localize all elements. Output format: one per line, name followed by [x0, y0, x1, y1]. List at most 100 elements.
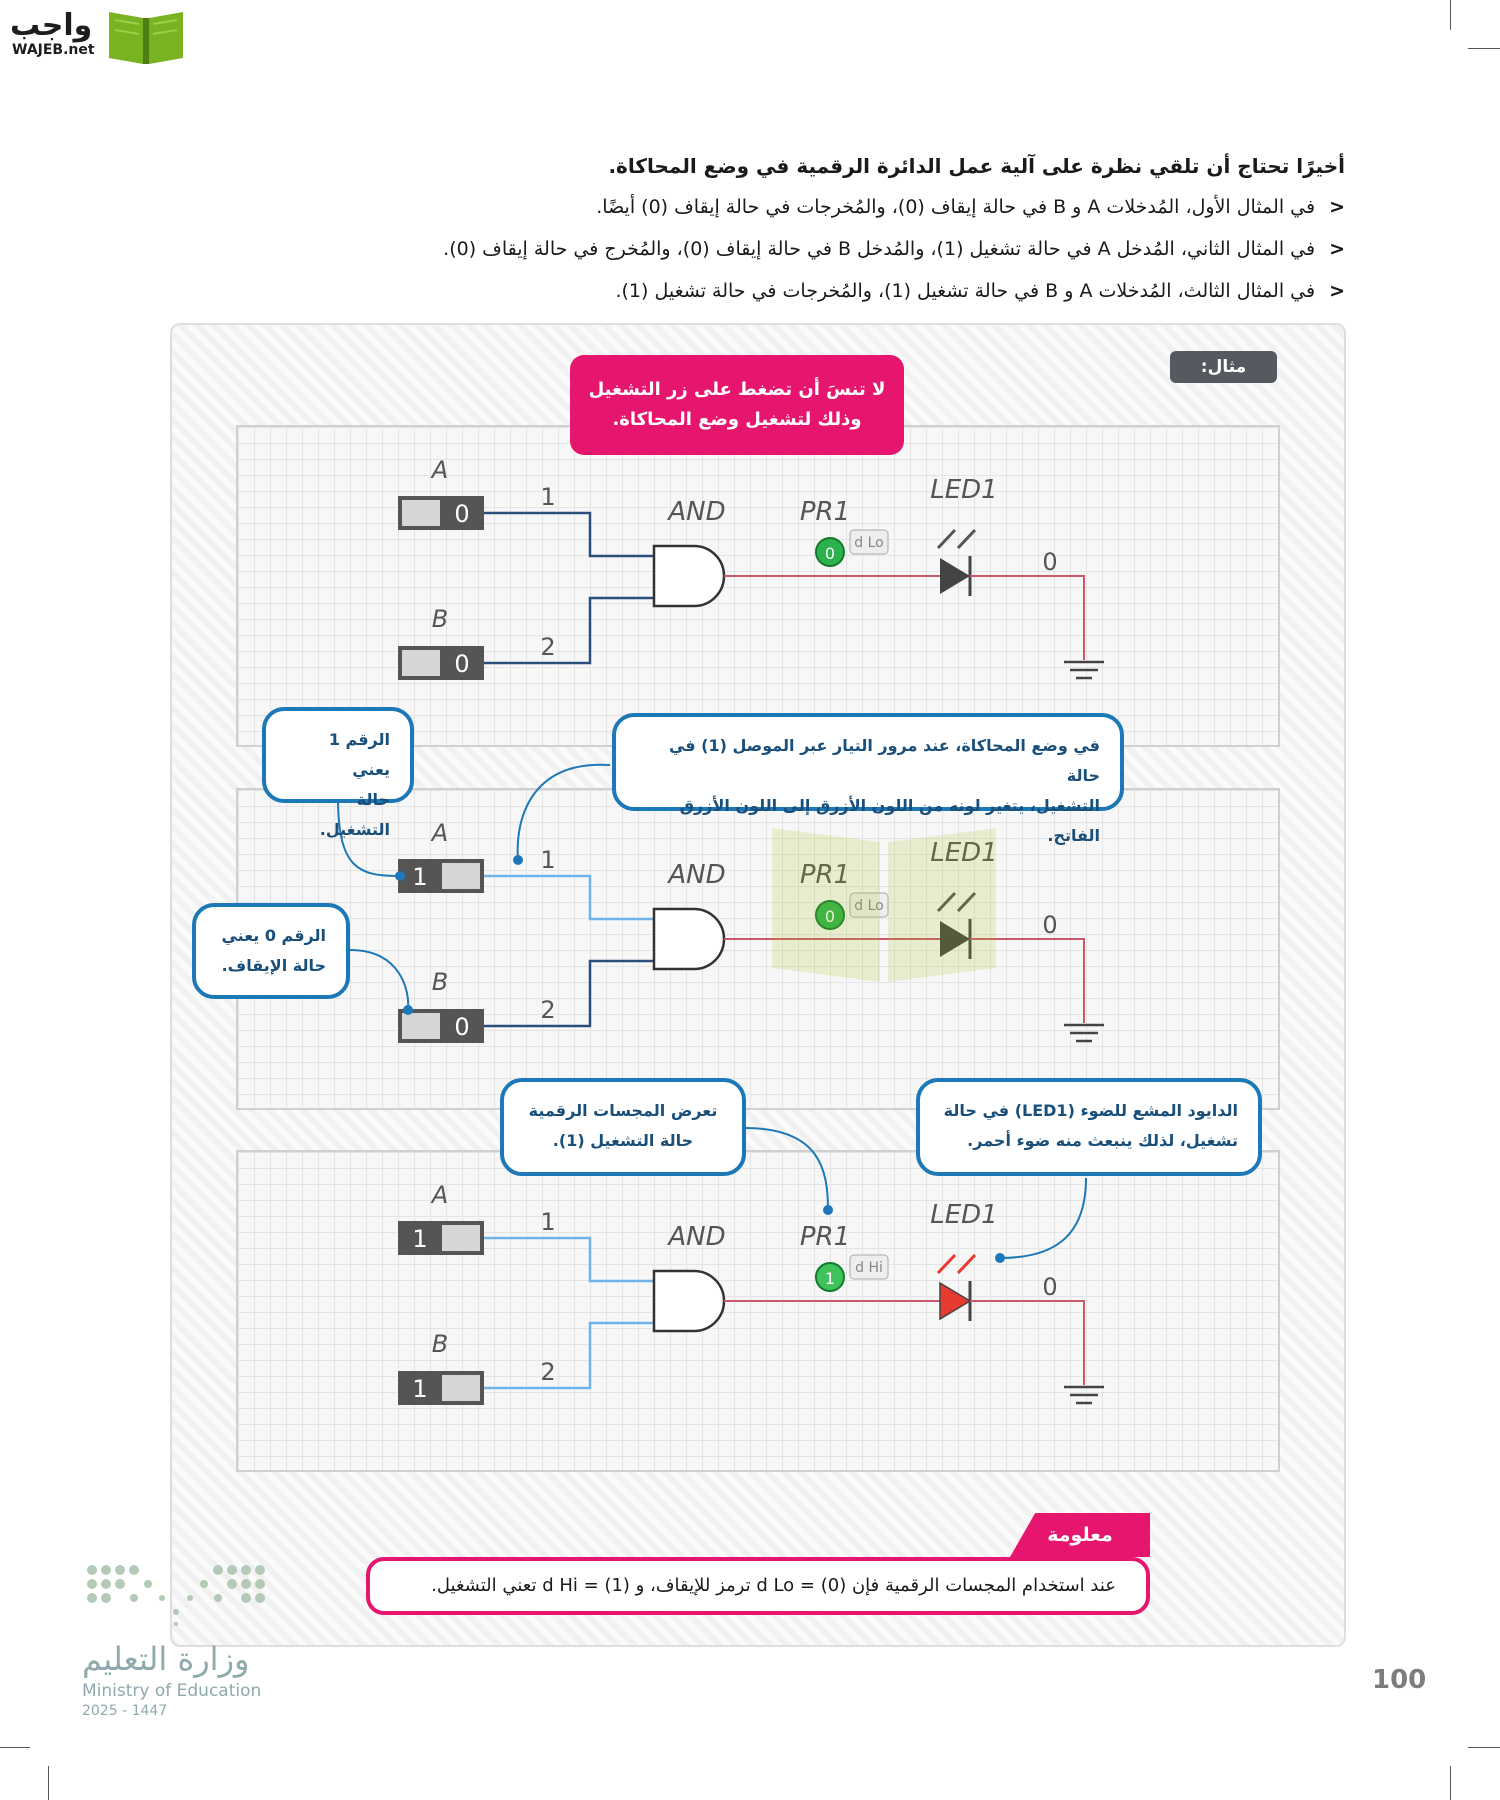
led-diode — [940, 921, 970, 957]
switch-a-value: 0 — [454, 500, 469, 528]
callout-text: التشغيل، يتغير لونه من اللون الأزرق إلى … — [679, 796, 1100, 845]
input-a-label: A — [430, 456, 448, 484]
callout-text: في وضع المحاكاة، عند مرور التيار عبر الم… — [668, 736, 1100, 785]
and-gate — [652, 544, 726, 608]
switch-a-value: 1 — [412, 863, 427, 891]
led-label: LED1 — [930, 838, 997, 868]
circuit-panel-2 — [236, 788, 1280, 1110]
bullet-text: في المثال الثالث، المُدخلات A و B في حال… — [615, 280, 1316, 302]
wire-1 — [484, 511, 654, 558]
callout-text: تشغيل، لذلك ينبعث منه ضوء أحمر. — [967, 1131, 1238, 1150]
callout-probes: تعرض المجسات الرقمية حالة التشغيل (1). — [500, 1078, 746, 1176]
input-a-label: A — [430, 1181, 448, 1209]
callout-text: الرقم 1 يعني — [328, 730, 390, 779]
led-diode — [940, 558, 970, 594]
output-label: 0 — [1042, 911, 1057, 939]
bullet-text: في المثال الأول، المُدخلات A و B في حالة… — [596, 196, 1316, 218]
circuit-3: 1 1 A B 1 2 AND PR1 1 d Hi LED1 0 — [398, 1181, 1104, 1405]
probe-indicator — [815, 900, 845, 930]
bullet-3: < في المثال الثالث، المُدخلات A و B في حا… — [245, 280, 1345, 302]
simulation-reminder: لا تنسَ أن تضغط على زر التشغيل وذلك لتشغ… — [570, 355, 904, 455]
example-badge: مثال: — [1170, 351, 1277, 383]
gate-label: AND — [666, 860, 725, 890]
callout-led: الدايود المشع للضوء (LED1) في حالة تشغيل… — [916, 1078, 1262, 1176]
wire-2-label: 2 — [540, 996, 555, 1024]
info-tab: معلومة — [1010, 1513, 1150, 1557]
gate-label: AND — [666, 1222, 725, 1252]
intro-heading: أخيرًا تحتاج أن تلقي نظرة على آلية عمل ا… — [608, 154, 1345, 178]
circuit-panel-3 — [236, 1150, 1280, 1472]
ministry-logo-icon — [87, 1565, 265, 1626]
wire-1 — [484, 1236, 654, 1283]
callout-text: تعرض المجسات الرقمية — [528, 1101, 718, 1120]
callout-text: الرقم 0 يعني — [221, 926, 326, 945]
bullet-arrow-icon: < — [1329, 280, 1345, 302]
led-label: LED1 — [930, 1200, 997, 1230]
reminder-line-1: لا تنسَ أن تضغط على زر التشغيل — [588, 379, 886, 400]
and-gate — [652, 1269, 726, 1333]
crop-mark — [1450, 1766, 1451, 1800]
circuit-2: 1 0 A B 1 2 AND PR1 0 d Lo LED1 0 — [398, 819, 1104, 1043]
bullet-arrow-icon: < — [1329, 196, 1345, 218]
probe-value: 0 — [825, 544, 835, 563]
circuit-panel-1 — [236, 425, 1280, 747]
bullet-2: < في المثال الثاني، المُدخل A في حالة تشغ… — [245, 238, 1345, 260]
ground-icon — [1064, 660, 1104, 680]
output-label: 0 — [1042, 1273, 1057, 1301]
crop-mark — [1468, 1747, 1500, 1748]
probe-indicator — [815, 1262, 845, 1292]
input-a-label: A — [430, 819, 448, 847]
led-label: LED1 — [930, 475, 997, 505]
probe-label: PR1 — [800, 497, 850, 527]
ministry-english: Ministry of Education — [82, 1681, 262, 1701]
probe-state: d Hi — [855, 1260, 883, 1276]
probe-value: 1 — [825, 1269, 835, 1288]
info-box: عند استخدام المجسات الرقمية فإن (0) = d … — [366, 1557, 1150, 1615]
crop-mark — [1450, 0, 1451, 30]
crop-mark — [1468, 48, 1500, 49]
probe-state: d Lo — [854, 898, 883, 914]
logo-text: واجب — [10, 8, 93, 43]
bullet-arrow-icon: < — [1329, 238, 1345, 260]
gate-label: AND — [666, 497, 725, 527]
crop-mark — [0, 1747, 30, 1748]
wire-2 — [484, 596, 654, 665]
ground-icon — [1064, 1023, 1104, 1043]
callout-one-means: الرقم 1 يعني حالة التشغيل. — [262, 707, 414, 839]
switch-a-value: 1 — [412, 1225, 427, 1253]
callout-text: الدايود المشع للضوء (LED1) في حالة — [943, 1101, 1238, 1120]
switch-b-value: 0 — [454, 650, 469, 678]
probe-value: 0 — [825, 907, 835, 926]
probe-label: PR1 — [800, 860, 850, 890]
probe-state: d Lo — [854, 535, 883, 551]
switch-b-value: 0 — [454, 1013, 469, 1041]
wire-1-label: 1 — [540, 1208, 555, 1236]
callout-simulation: في وضع المحاكاة، عند مرور التيار عبر الم… — [612, 713, 1124, 845]
probe-label: PR1 — [800, 1222, 850, 1252]
reminder-line-2: وذلك لتشغيل وضع المحاكاة. — [612, 409, 862, 430]
ministry-year: 2025 - 1447 — [82, 1703, 168, 1719]
wire-2-label: 2 — [540, 1358, 555, 1386]
input-b-label: B — [432, 605, 448, 633]
and-gate — [652, 907, 726, 971]
output-label: 0 — [1042, 548, 1057, 576]
callout-text: حالة الإيقاف. — [221, 956, 326, 975]
input-b-label: B — [432, 1330, 448, 1358]
input-b-label: B — [432, 968, 448, 996]
callout-zero-means: الرقم 0 يعني حالة الإيقاف. — [192, 903, 350, 999]
wire-2 — [484, 1321, 654, 1390]
led-diode-lit — [939, 1281, 972, 1321]
circuit-1: 0 0 A B 1 2 AND PR1 0 d Lo LED1 0 — [398, 456, 1104, 680]
switch-b-value: 1 — [412, 1375, 427, 1403]
callout-text: حالة التشغيل (1). — [552, 1131, 694, 1150]
probe-indicator — [815, 537, 845, 567]
page-number: 100 — [1372, 1665, 1427, 1695]
wire-2-label: 2 — [540, 633, 555, 661]
wire-1 — [484, 874, 654, 921]
callout-text: حالة التشغيل. — [319, 790, 390, 839]
crop-mark — [48, 1766, 49, 1800]
bullet-1: < في المثال الأول، المُدخلات A و B في حال… — [245, 196, 1345, 218]
bullet-text: في المثال الثاني، المُدخل A في حالة تشغي… — [443, 238, 1316, 260]
wire-1-label: 1 — [540, 846, 555, 874]
book-icon — [109, 12, 183, 64]
